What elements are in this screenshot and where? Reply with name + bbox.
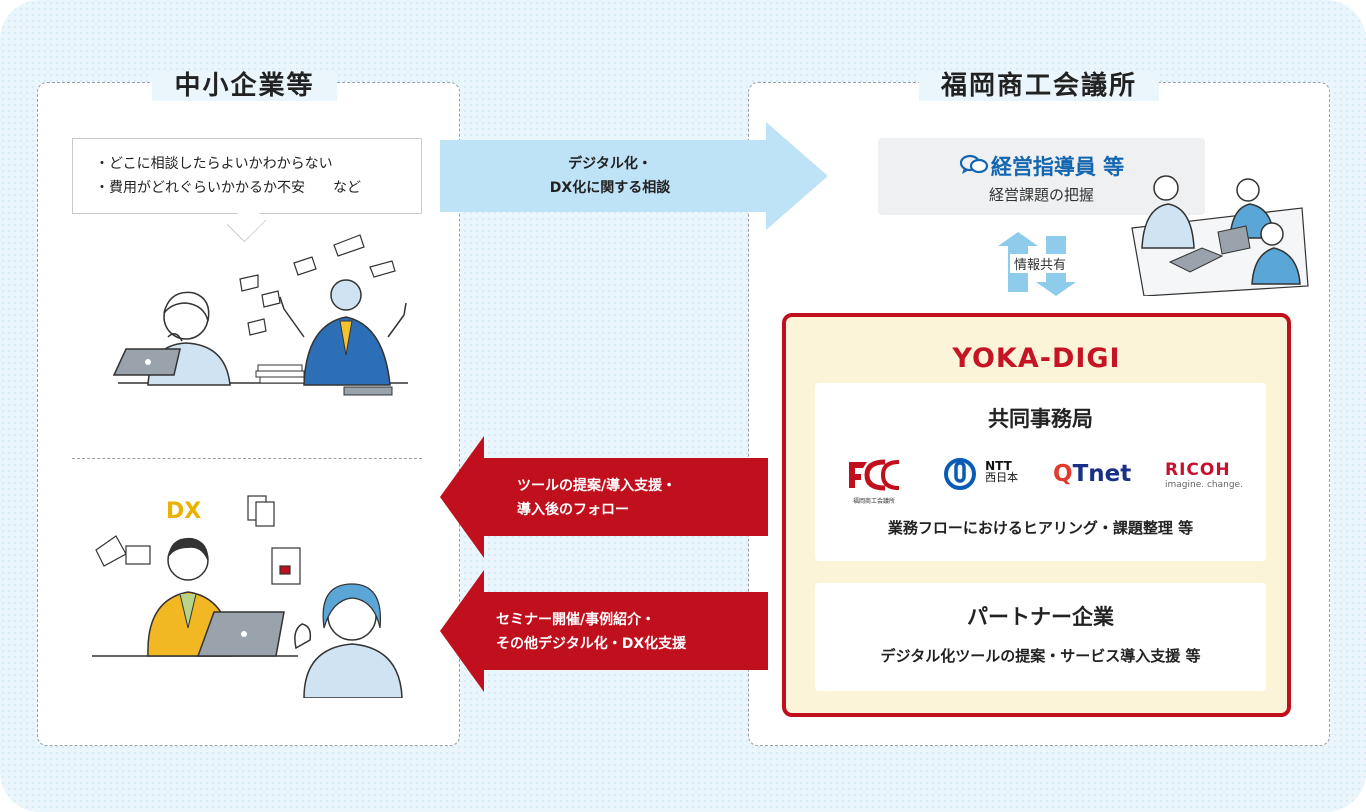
info-share-label: 情報共有 xyxy=(1010,254,1071,273)
manager-subtitle: 経営課題の把握 xyxy=(988,186,1094,204)
partner-card: パートナー企業 デジタル化ツールの提案・サービス導入支援 等 xyxy=(815,583,1266,691)
partner-title: パートナー企業 xyxy=(967,605,1114,629)
concern-speech-bubble: ・どこに相談したらよいかわからない ・費用がどれぐらいかかるか不安 など xyxy=(72,138,422,243)
chat-bubbles-icon xyxy=(959,154,988,174)
qtnet-logo: QTnet xyxy=(1053,461,1132,487)
fcci-logo-caption: 福岡商工会議所 xyxy=(852,498,895,505)
ricoh-logo-text: RICOH xyxy=(1165,460,1231,480)
concern-line: ・費用がどれぐらいかかるか不安 など xyxy=(95,180,361,196)
partner-description: デジタル化ツールの提案・サービス導入支援 等 xyxy=(880,647,1201,665)
seminar-arrow-label: セミナー開催/事例紹介・ その他デジタル化・DX化支援 xyxy=(496,612,687,652)
manager-box: 経営指導員 等 経営課題の把握 xyxy=(878,138,1205,215)
ricoh-logo-tagline: imagine. change. xyxy=(1165,480,1243,490)
sme-panel-title: 中小企業等 xyxy=(30,65,459,102)
consult-arrow xyxy=(440,122,828,230)
concern-line: ・どこに相談したらよいかわからない xyxy=(95,156,333,172)
ntt-logo-text: NTT xyxy=(985,459,1012,473)
tools-arrow-label: ツールの提案/導入支援・ 導入後のフォロー xyxy=(517,478,677,518)
ntt-logo-subtext: 西日本 xyxy=(985,471,1019,484)
dx-label: DX xyxy=(166,499,201,524)
panel-divider xyxy=(72,458,422,459)
manager-title: 経営指導員 等 xyxy=(878,151,1205,181)
ntt-logo: NTT 西日本 xyxy=(943,457,1018,491)
ricoh-logo: RICOH imagine. change. xyxy=(1165,460,1243,490)
yoka-digi-box: YOKA-DIGI 共同事務局 福岡商工会議所 NTT 西日本 QTnet RI… xyxy=(782,313,1291,717)
meeting-illustration xyxy=(1131,175,1309,296)
secretariat-title: 共同事務局 xyxy=(988,407,1093,431)
cci-panel-title: 福岡商工会議所 xyxy=(749,65,1329,102)
troubled-workers-illustration xyxy=(112,234,408,396)
secretariat-description: 業務フローにおけるヒアリング・課題整理 等 xyxy=(887,519,1194,537)
yoka-digi-title: YOKA-DIGI xyxy=(952,343,1121,374)
supported-workers-illustration: DX xyxy=(92,495,403,698)
secretariat-card: 共同事務局 福岡商工会議所 NTT 西日本 QTnet RICOH imagin… xyxy=(815,383,1266,561)
seminar-arrow xyxy=(440,570,768,692)
fcci-logo: 福岡商工会議所 xyxy=(845,458,903,505)
consult-arrow-label: デジタル化・ DX化に関する相談 xyxy=(549,156,671,196)
tools-arrow xyxy=(440,436,768,558)
